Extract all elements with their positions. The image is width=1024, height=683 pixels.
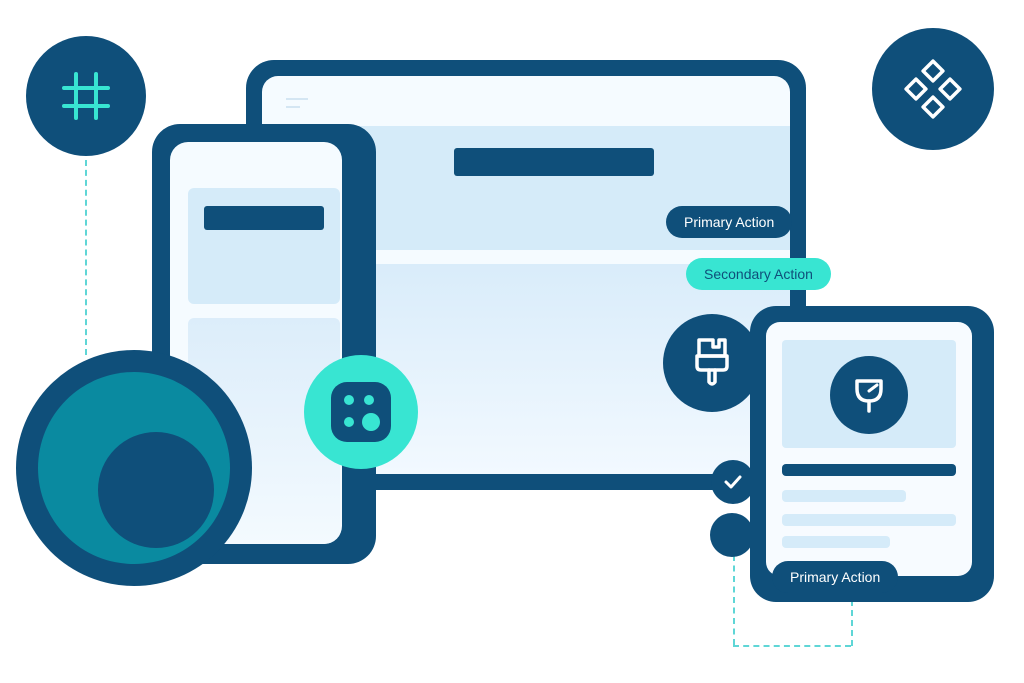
- checkmark-icon: [724, 475, 742, 489]
- card-screen: [766, 322, 972, 576]
- paint-brush-icon: [695, 338, 729, 386]
- card-primary-action-button[interactable]: Primary Action: [772, 561, 899, 593]
- connector-line-bottom: [733, 645, 851, 647]
- hero-title-bar: [454, 148, 654, 176]
- mobile-phone: [152, 124, 376, 564]
- content-card: [750, 306, 994, 602]
- hashtag-badge[interactable]: [26, 36, 146, 156]
- connector-line-bottom-left: [733, 555, 735, 645]
- card-text-line: [782, 536, 890, 548]
- card-text-line: [782, 490, 906, 502]
- hashtag-grid-icon: [62, 72, 110, 120]
- status-dot: [710, 513, 754, 557]
- paint-brush-badge[interactable]: [663, 314, 761, 412]
- card-image: [782, 340, 956, 448]
- card-title-line: [782, 464, 956, 476]
- check-badge[interactable]: [711, 460, 755, 504]
- component-diamonds-icon: [904, 59, 962, 119]
- hamburger-menu-icon[interactable]: [286, 98, 308, 114]
- dice-badge[interactable]: [304, 355, 418, 469]
- decorative-ring: [16, 350, 252, 586]
- leaf-icon: [855, 379, 883, 413]
- phone-title-bar: [204, 206, 324, 230]
- secondary-action-button[interactable]: Secondary Action: [686, 258, 831, 290]
- primary-action-button[interactable]: Primary Action: [666, 206, 793, 238]
- connector-line-left: [85, 150, 87, 355]
- connector-line-bottom-right: [851, 590, 853, 646]
- leaf-badge: [830, 356, 908, 434]
- dice-dots-icon: [331, 382, 391, 442]
- components-badge[interactable]: [872, 28, 994, 150]
- phone-header-panel: [188, 188, 340, 304]
- card-text-line: [782, 514, 956, 526]
